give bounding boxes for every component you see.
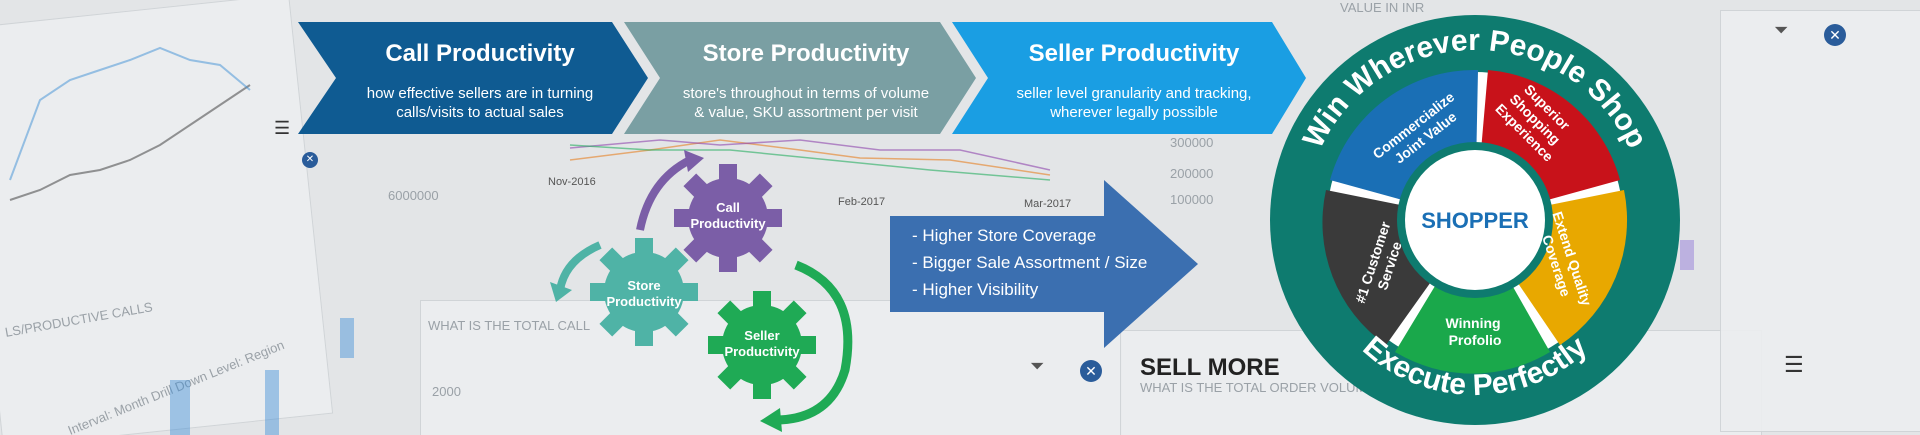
bg-close-icon-3[interactable]: ✕ <box>302 152 318 168</box>
step-title: Store Productivity <box>702 40 910 67</box>
benefit-item: - Bigger Sale Assortment / Size <box>912 253 1148 272</box>
bg-filter-icon-2[interactable]: ⏷ <box>1030 356 1045 376</box>
step-desc-1: store's throughout in terms of volume <box>682 85 930 102</box>
benefits-list: - Higher Store Coverage - Bigger Sale As… <box>912 222 1147 303</box>
bg-axis-feb: Feb-2017 <box>838 196 886 208</box>
step-title: Seller Productivity <box>1028 40 1240 67</box>
bg-label-value-inr: VALUE IN INR <box>1340 0 1425 15</box>
bg-axis-2000: 2000 <box>432 384 461 399</box>
gear-label-line2: Productivity <box>690 216 766 231</box>
bg-label-total-order: WHAT IS THE TOTAL ORDER VOLUME IN <box>1140 380 1392 395</box>
step-desc-2: wherever legally possible <box>1050 104 1218 121</box>
bg-menu-icon-2[interactable]: ☰ <box>274 118 291 138</box>
bg-label-total-call: WHAT IS THE TOTAL CALL <box>428 318 591 333</box>
bg-axis-6m: 6000000 <box>388 188 439 203</box>
bg-menu-icon[interactable]: ☰ <box>1784 352 1804 377</box>
benefit-item: - Higher Store Coverage <box>912 226 1097 245</box>
gear-label-line2: Productivity <box>606 294 682 309</box>
cycle-arrow-purple <box>636 156 692 231</box>
gear-label-line1: Call <box>716 200 740 215</box>
benefit-item: - Higher Visibility <box>912 280 1039 299</box>
step-desc-2: & value, SKU assortment per visit <box>694 104 918 121</box>
bg-panel-far-right <box>1720 10 1920 432</box>
step-title: Call Productivity <box>385 40 575 67</box>
seg-text: Profolio <box>1449 332 1502 348</box>
cycle-arrow-teal <box>556 241 602 291</box>
step-call-productivity: Call Productivity how effective sellers … <box>310 22 650 132</box>
bg-axis-mar: Mar-2017 <box>1024 198 1072 210</box>
chevron-seller-shape <box>952 22 1306 134</box>
wheel-center-text: SHOPPER <box>1421 208 1529 233</box>
chevron-call-shape <box>298 22 648 134</box>
gear-seller-label: Seller Productivity <box>717 328 807 360</box>
bg-close-icon-2[interactable]: ✕ <box>1080 360 1102 382</box>
seg-text: Winning <box>1446 315 1501 331</box>
bg-axis-200k: 200000 <box>1170 166 1214 181</box>
step-seller-productivity: Seller Productivity seller level granula… <box>964 22 1304 132</box>
svg-text:Winning Profolio: Winning Profolio <box>1446 315 1505 348</box>
wheel-center <box>1405 150 1545 290</box>
bg-axis-300k: 300000 <box>1170 135 1214 150</box>
gear-label-line1: Seller <box>744 328 780 343</box>
step-store-productivity: Store Productivity store's throughout in… <box>636 22 976 132</box>
sell-more-label: SELL MORE <box>1140 354 1280 381</box>
step-desc-1: seller level granularity and tracking, <box>1016 85 1252 102</box>
bg-filter-icon-1[interactable]: ⏷ <box>1774 20 1789 40</box>
bg-axis-nov: Nov-2016 <box>548 176 596 188</box>
gear-call-label: Call Productivity <box>683 200 773 232</box>
step-desc-1: how effective sellers are in turning <box>366 85 594 102</box>
cycle-arrow-green <box>774 260 853 425</box>
gear-label-line2: Productivity <box>724 344 800 359</box>
step-desc-2: calls/visits to actual sales <box>396 104 564 121</box>
bg-axis-100k: 100000 <box>1170 192 1214 207</box>
gear-label-line1: Store <box>627 278 661 293</box>
chevron-store-shape <box>624 22 976 134</box>
bg-close-icon-1[interactable]: ✕ <box>1824 24 1846 46</box>
gear-store-label: Store Productivity <box>599 278 689 310</box>
